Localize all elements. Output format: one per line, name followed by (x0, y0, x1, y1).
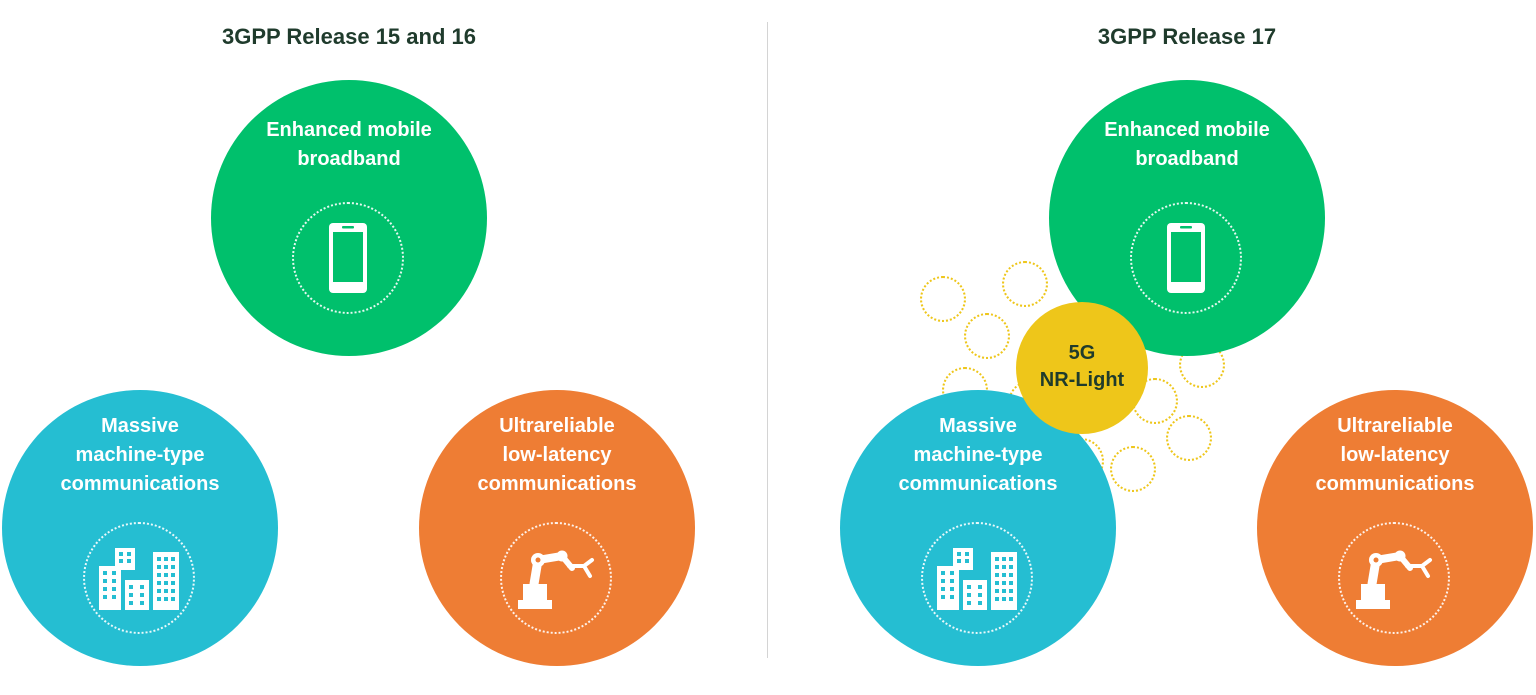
nr-light-circle: 5G NR-Light (1016, 302, 1148, 434)
urllc-label: Ultrareliable low-latency communications (477, 415, 637, 495)
dotted-ring (1002, 261, 1048, 307)
dotted-ring (964, 313, 1010, 359)
mmtc-circle: Massive machine-type communications (2, 390, 278, 666)
buildings-icon (83, 522, 195, 634)
urllc-circle: Ultrareliable low-latency communications (1257, 390, 1533, 666)
robot-arm-icon (500, 522, 612, 634)
right-panel-title: 3GPP Release 17 (1097, 24, 1277, 49)
dotted-ring (920, 276, 966, 322)
smartphone-icon (1130, 202, 1242, 314)
buildings-icon (921, 522, 1033, 634)
left-panel-title: 3GPP Release 15 and 16 (222, 24, 476, 49)
embb-label: Enhanced mobile broadband (266, 119, 432, 170)
mmtc-label: Massive machine-type communications (898, 415, 1058, 495)
smartphone-icon (292, 202, 404, 314)
urllc-circle: Ultrareliable low-latency communications (419, 390, 695, 666)
mmtc-label: Massive machine-type communications (60, 415, 220, 495)
embb-circle: Enhanced mobile broadband (211, 80, 487, 356)
panel-divider (767, 22, 768, 658)
dotted-ring (1166, 415, 1212, 461)
embb-label: Enhanced mobile broadband (1104, 119, 1270, 170)
urllc-label: Ultrareliable low-latency communications (1315, 415, 1475, 495)
nr-light-label-name: NR-Light (1039, 369, 1125, 391)
mmtc-circle: Massive machine-type communications (840, 390, 1116, 666)
nr-light-label-5g: 5G (1068, 342, 1096, 364)
robot-arm-icon (1338, 522, 1450, 634)
dotted-ring (1110, 446, 1156, 492)
